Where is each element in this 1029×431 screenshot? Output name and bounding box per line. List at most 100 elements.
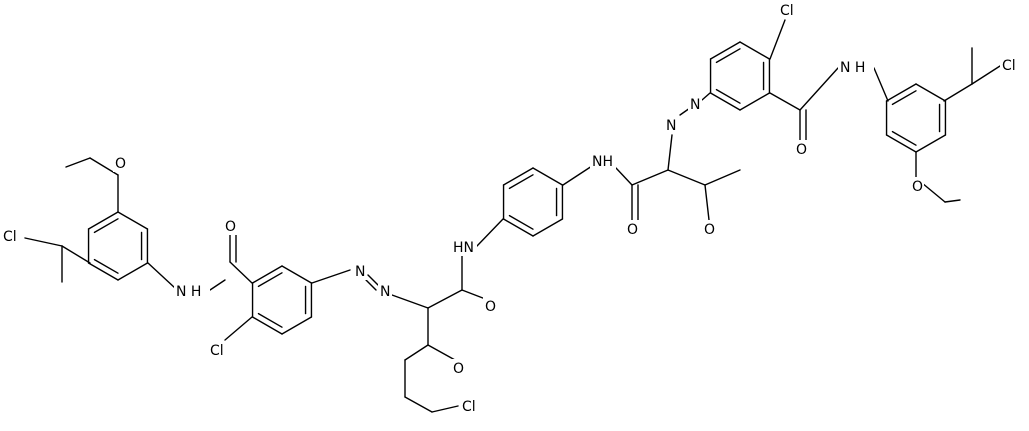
bond-azo-left-2	[365, 279, 377, 291]
atom-label-nh-amide-right: N H	[838, 58, 874, 76]
bond-aryl-nh-left	[147, 262, 176, 289]
svg-text:O: O	[225, 219, 236, 235]
ring-right-aryl	[915, 83, 947, 102]
ring-right-aryl	[885, 134, 917, 153]
atom-label-cl-chain: Cl	[460, 397, 482, 415]
ring-central-phenylene	[532, 167, 564, 186]
ring-left-chloroaryl	[281, 316, 313, 335]
bond-ring-azo-left	[311, 269, 351, 284]
svg-text:HN: HN	[453, 240, 474, 256]
atom-label-o-central-left: O	[483, 297, 497, 315]
ring-left-aryl	[87, 262, 119, 281]
ring-left-chloroaryl-inner	[257, 272, 283, 288]
ring-central-phenylene	[532, 218, 564, 237]
ring-left-aryl-inner	[93, 218, 119, 234]
svg-text:O: O	[704, 222, 715, 238]
atom-label-ome-o-left: O	[113, 154, 127, 172]
svg-text:N: N	[355, 264, 365, 280]
bond-nh-aryl-right	[873, 67, 889, 102]
ring-central-phenylene-inner	[508, 214, 534, 230]
ring-right-chloroaryl-inner	[715, 48, 741, 64]
atom-label-o-central-right: O	[625, 220, 639, 238]
svg-text:Cl: Cl	[780, 3, 794, 19]
ring-left-chloroaryl-inner	[257, 312, 283, 328]
ring-central-phenylene	[502, 167, 534, 186]
svg-text:N H: N H	[840, 60, 865, 76]
ring-right-aryl	[915, 134, 947, 153]
svg-text:Cl: Cl	[1002, 58, 1016, 74]
ring-central-phenylene-inner	[508, 174, 534, 190]
svg-text:Cl: Cl	[210, 343, 224, 359]
atom-label-nh-amide-left: N H	[174, 282, 210, 300]
atom-label-cl-ring-left: Cl	[208, 341, 230, 359]
atom-label-o-keto-left: O	[451, 359, 465, 377]
ring-right-aryl-inner	[891, 130, 917, 146]
svg-text:O: O	[115, 156, 126, 172]
svg-text:O: O	[912, 179, 923, 195]
atom-label-n-azo-left-2: N	[378, 282, 392, 300]
svg-text:O: O	[627, 222, 638, 238]
bond-keto-right	[667, 169, 706, 186]
ring-right-aryl-inner	[891, 90, 917, 106]
bond-lines	[24, 19, 1001, 413]
svg-text:N: N	[666, 118, 676, 134]
svg-text:O: O	[796, 142, 807, 158]
svg-text:N: N	[380, 284, 390, 300]
bond-methoxy-left	[65, 157, 91, 168]
ring-right-aryl	[885, 83, 917, 102]
bond-c-azo-right	[667, 134, 673, 171]
bond-chloropropyl	[404, 396, 433, 413]
bond-chloroethyl-left	[24, 237, 63, 247]
svg-text:O: O	[453, 361, 464, 377]
svg-text:N H: N H	[176, 284, 201, 300]
ring-left-chloroaryl	[251, 265, 283, 284]
bond-keto-left	[427, 344, 456, 361]
bond-chloroethyl-right	[971, 65, 1001, 85]
bond-chloropropyl	[404, 344, 429, 361]
bond-azo-ring-right	[701, 92, 711, 101]
atom-label-o-keto-right: O	[702, 220, 716, 238]
atom-label-n-azo-left-1: N	[353, 262, 367, 280]
atom-label-n-azo-right-1: N	[664, 116, 678, 134]
ring-right-chloroaryl	[739, 41, 771, 60]
ring-central-phenylene	[502, 218, 534, 237]
svg-text:Cl: Cl	[3, 229, 17, 245]
bond-methoxy-right	[944, 199, 961, 203]
ring-right-chloroaryl	[709, 41, 741, 60]
ring-left-chloroaryl	[251, 316, 283, 335]
atom-label-nh-central-right: NH	[590, 152, 616, 170]
atom-label-n-azo-right-2: N	[688, 95, 702, 113]
atom-label-cl-ethyl-left: Cl	[0, 227, 22, 245]
svg-text:NH: NH	[592, 154, 613, 170]
bond-chloroethyl-left	[61, 245, 91, 264]
bond-carbonyl-nh-right	[799, 67, 839, 111]
svg-text:N: N	[690, 97, 700, 113]
svg-text:Cl: Cl	[462, 399, 476, 415]
bond-phenylene-nh-right	[562, 165, 593, 186]
bond-nh-carbonyl-right	[615, 167, 633, 186]
bond-chloroethyl-right	[943, 83, 973, 102]
bond-c-o-keto-right	[704, 184, 710, 221]
ring-right-chloroaryl	[709, 92, 741, 111]
atom-label-cl-ethyl-right: Cl	[1000, 56, 1022, 74]
bond-nh-phenylene-left	[476, 218, 504, 247]
atom-label-o-amide-left: O	[223, 217, 237, 235]
bond-chloropropyl	[431, 405, 459, 413]
ring-left-aryl	[87, 211, 119, 230]
atom-labels: Cl O N H O Cl N N O Cl HN O NH O O N N C…	[0, 1, 1022, 415]
ring-left-aryl	[117, 211, 149, 230]
bond-nh-carbonyl-right	[631, 169, 669, 186]
bond-ring-carbonyl-right	[769, 92, 801, 111]
atom-label-cl-ring-right: Cl	[778, 1, 800, 19]
bond-keto-right	[704, 169, 741, 186]
ring-left-chloroaryl	[281, 265, 313, 284]
ring-right-chloroaryl	[739, 92, 771, 111]
svg-text:O: O	[485, 299, 496, 315]
atom-label-o-amide-right: O	[794, 140, 808, 158]
ring-left-aryl-inner	[93, 258, 119, 274]
bond-ring-cl-left	[224, 316, 253, 341]
bond-nh-carbonyl-left	[209, 279, 226, 291]
ring-right-chloroaryl-inner	[715, 88, 741, 104]
bond-methoxy-left	[89, 157, 119, 176]
